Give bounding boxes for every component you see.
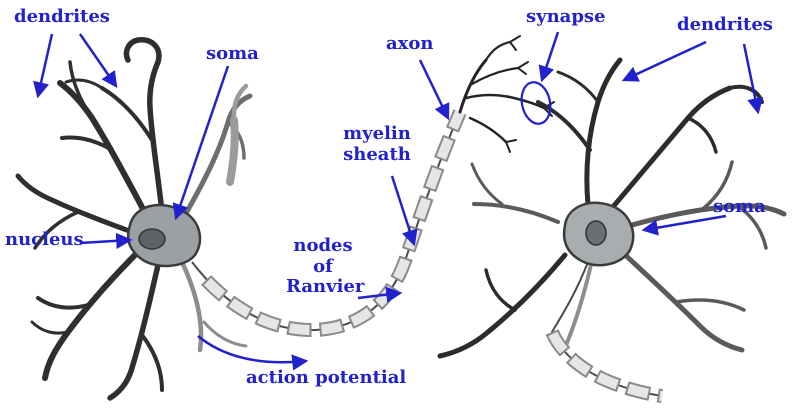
dendrites-right-arrow-2 <box>742 43 764 115</box>
dendrites-left-arrow-2 <box>78 33 118 89</box>
axon-arrow <box>418 59 450 121</box>
dendrites-right-arrow-1 <box>621 40 707 82</box>
axon-terminals <box>458 35 555 153</box>
label-nodes-of-ranvier: nodes of Ranvier <box>286 235 365 298</box>
synapse-arrow <box>538 31 560 83</box>
right-nucleus-shape <box>585 220 607 246</box>
label-soma-right: soma <box>713 196 766 217</box>
label-myelin-sheath: myelin sheath <box>343 123 411 165</box>
left-neuron-dendrites <box>15 37 253 401</box>
label-action-potential: action potential <box>246 367 407 388</box>
nucleus-shape <box>138 228 166 250</box>
label-dendrites-left: dendrites <box>14 6 110 27</box>
label-arrows <box>33 31 764 371</box>
label-nucleus: nucleus <box>5 229 84 250</box>
label-dendrites-right: dendrites <box>677 14 773 35</box>
action-potential-arrow <box>197 335 309 371</box>
nodes-arrow <box>357 286 403 303</box>
synapse-ellipse <box>520 81 552 125</box>
myelin-arrow <box>390 175 418 247</box>
label-soma-left: soma <box>206 43 259 64</box>
dendrites-left-arrow-1 <box>33 33 54 99</box>
myelin-sheath-left <box>200 109 467 338</box>
soma-right-arrow <box>641 214 727 236</box>
soma-left-arrow <box>172 65 230 221</box>
label-axon: axon <box>386 33 434 54</box>
right-neuron-dendrites <box>437 57 787 359</box>
nucleus-arrow <box>79 232 133 249</box>
myelin-sheath-right <box>545 328 664 403</box>
label-synapse: synapse <box>526 6 606 27</box>
